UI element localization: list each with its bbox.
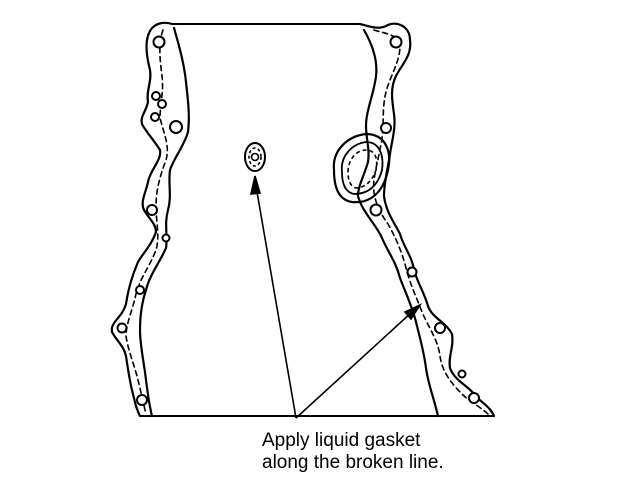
right-flange-outer-edge — [358, 22, 496, 418]
left-flange-inner-edge — [138, 26, 190, 418]
bolt-hole — [169, 120, 183, 134]
leader-line-to-center-ring — [255, 185, 297, 419]
center-gasket-ring — [244, 142, 266, 172]
leader-lines — [249, 175, 423, 419]
caption-line-2: along the broken line. — [262, 452, 444, 473]
right-flange — [356, 22, 496, 418]
bolt-hole — [161, 233, 171, 243]
bolt-hole — [389, 35, 403, 49]
bolt-hole — [380, 122, 392, 134]
bolt-hole — [434, 322, 446, 334]
bolt-hole — [116, 322, 128, 334]
right-gasket-broken-line — [372, 29, 489, 415]
right-bolt-holes — [369, 35, 480, 404]
bolt-hole — [136, 394, 148, 406]
gasket-instruction-caption: Apply liquid gasket along the broken lin… — [262, 430, 444, 474]
bolt-hole — [157, 99, 167, 109]
arrowhead-center-ring — [249, 175, 262, 195]
left-flange-outer-edge — [110, 21, 174, 418]
bolt-hole — [457, 369, 467, 379]
bolt-hole — [150, 112, 160, 122]
left-gasket-broken-line — [125, 29, 169, 415]
bolt-hole — [152, 35, 166, 49]
leader-line-to-right-flange — [295, 311, 413, 419]
bolt-hole — [468, 392, 480, 404]
bolt-hole — [146, 204, 158, 216]
caption-line-1: Apply liquid gasket — [262, 430, 421, 451]
oval-boss — [332, 132, 391, 204]
bolt-hole — [151, 91, 161, 101]
left-flange — [110, 21, 190, 418]
left-bolt-holes — [116, 35, 183, 406]
bolt-hole — [406, 266, 418, 278]
arrowhead-right-flange — [403, 303, 423, 321]
bolt-hole — [135, 285, 145, 295]
bolt-hole — [369, 203, 383, 217]
right-flange-inner-edge — [356, 28, 440, 418]
